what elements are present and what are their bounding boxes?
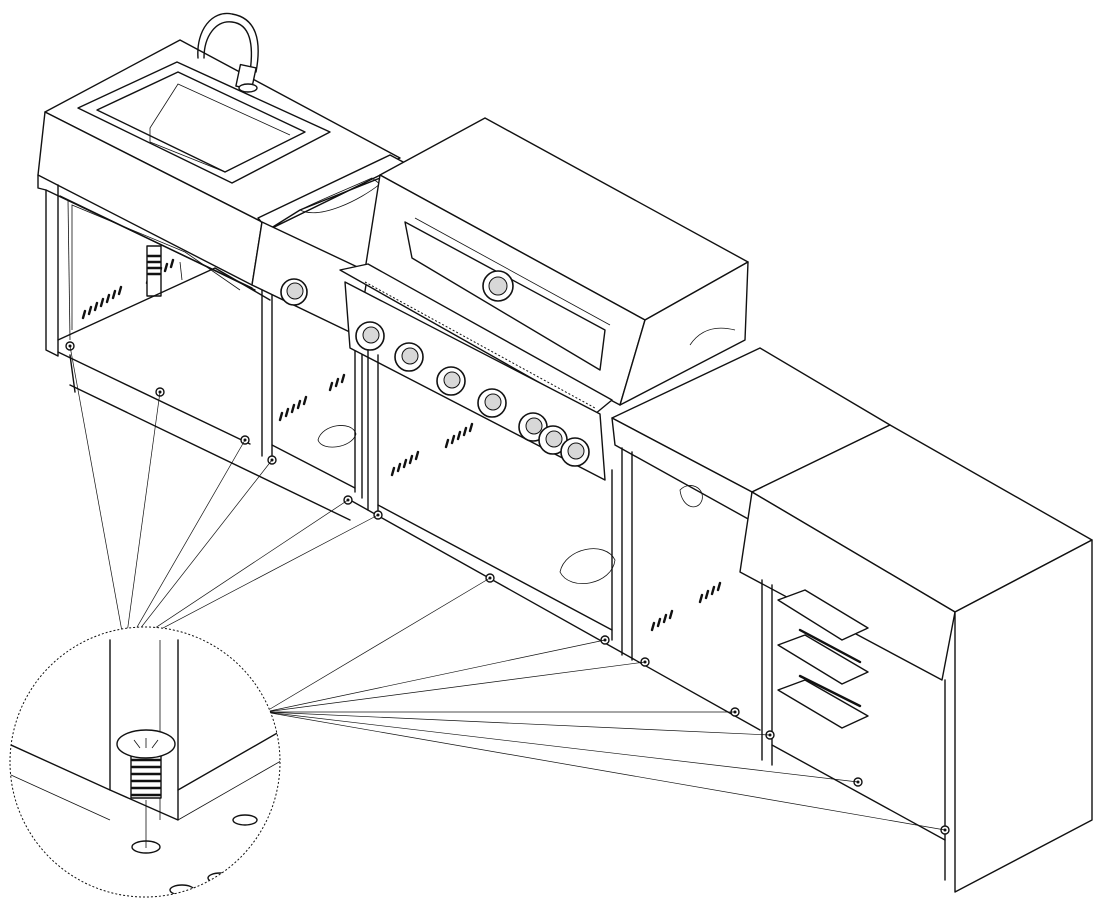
end-cabinet bbox=[739, 424, 1093, 893]
callout-leader-lines bbox=[69, 345, 946, 831]
grill-knob-6 bbox=[538, 425, 568, 455]
leader-line bbox=[264, 661, 646, 713]
leader-line bbox=[264, 711, 859, 783]
leader-line bbox=[264, 711, 946, 831]
grill-knob-1 bbox=[355, 321, 385, 351]
grill-knob-2 bbox=[394, 342, 424, 372]
side-burner-cabinet bbox=[251, 154, 406, 499]
grill-knob-4 bbox=[477, 388, 507, 418]
leader-line bbox=[264, 577, 491, 713]
grill-knob-7 bbox=[560, 437, 590, 467]
leveling-foot-detail-view bbox=[9, 626, 281, 898]
side-cutout bbox=[679, 485, 703, 508]
leader-line bbox=[69, 345, 126, 649]
leader-line bbox=[124, 391, 161, 649]
end-side-panel bbox=[954, 539, 1093, 893]
leader-line bbox=[124, 459, 273, 649]
floor-cutout-burner bbox=[317, 425, 357, 448]
hood-handle bbox=[339, 263, 613, 415]
hood-thermometer bbox=[482, 270, 514, 302]
vent-slots-grill bbox=[390, 422, 474, 477]
sink-cabinet bbox=[37, 12, 401, 521]
faucet bbox=[197, 12, 259, 93]
leader-line bbox=[264, 711, 771, 736]
leader-line bbox=[124, 439, 246, 649]
sink-basin bbox=[77, 61, 331, 184]
vent-slots-counter bbox=[650, 581, 722, 632]
leader-line bbox=[124, 499, 349, 649]
leader-line bbox=[124, 514, 379, 649]
grill-cabinet bbox=[339, 117, 761, 731]
grill-knobs bbox=[355, 321, 590, 467]
floor-cutout-grill bbox=[559, 548, 616, 585]
leader-line bbox=[264, 639, 606, 713]
vent-slots-burner bbox=[278, 373, 346, 422]
side-burner-knob bbox=[280, 278, 308, 306]
drawer-rails bbox=[777, 589, 869, 729]
grill-hood bbox=[364, 117, 749, 406]
drain-pipe bbox=[146, 245, 162, 297]
leveling-foot-screw bbox=[116, 729, 176, 799]
grill-knob-3 bbox=[436, 366, 466, 396]
